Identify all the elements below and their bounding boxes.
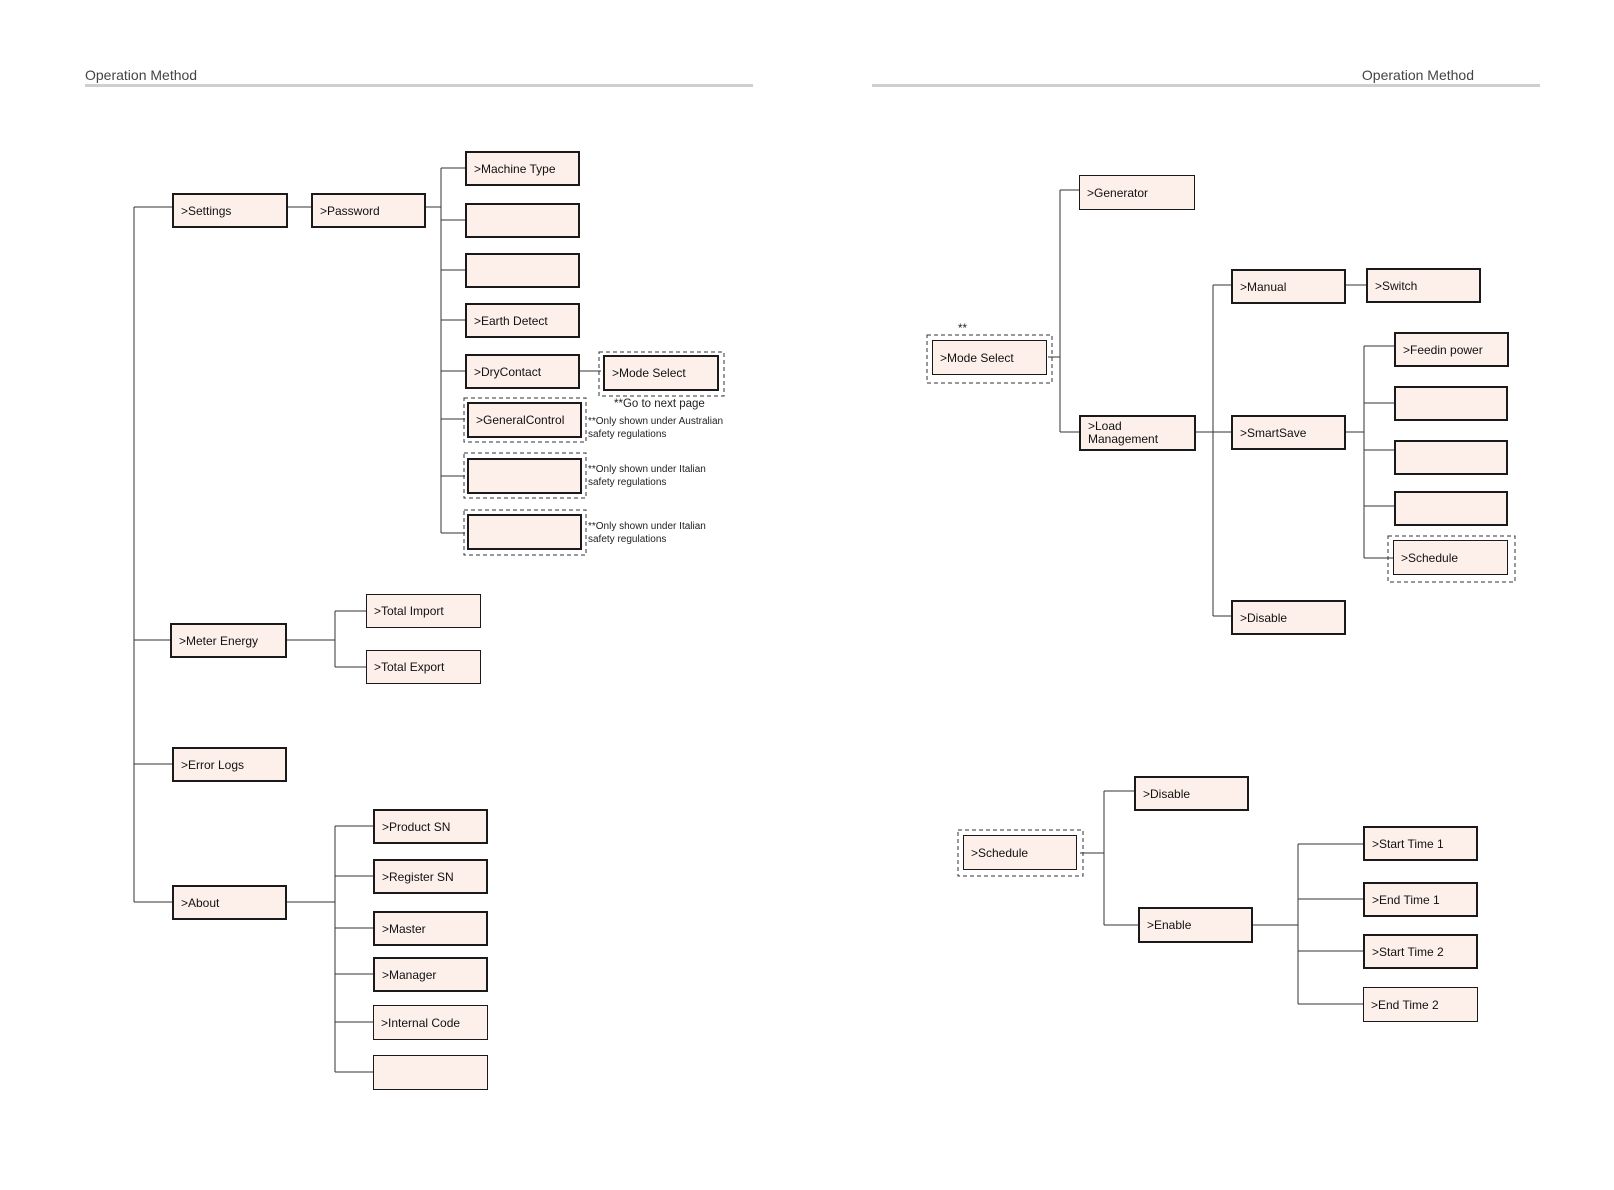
disable-node-right: >Disable — [1231, 600, 1346, 635]
italian-note-b-line1: **Only shown under Italian — [588, 521, 706, 532]
generator-node: >Generator — [1079, 175, 1195, 210]
italian-note-a-line1: **Only shown under Italian — [588, 464, 706, 475]
internal-code-node: >Internal Code — [373, 1005, 488, 1040]
australian-note-line2: safety regulations — [588, 429, 667, 440]
password-node: >Password — [311, 193, 426, 228]
end-time-1-node: >End Time 1 — [1363, 882, 1478, 917]
smartsave-blank-node-2 — [1394, 440, 1508, 475]
header-rule-left — [85, 84, 753, 87]
double-star-marker: ** — [958, 323, 967, 335]
smartsave-blank-node-3 — [1394, 491, 1508, 526]
machine-type-node: >Machine Type — [465, 151, 580, 186]
schedule-node-right: >Schedule — [1393, 540, 1508, 575]
start-time-1-node: >Start Time 1 — [1363, 826, 1478, 861]
schedule-disable-node: >Disable — [1134, 776, 1249, 811]
italian-note-b-line2: safety regulations — [588, 534, 667, 545]
manager-node: >Manager — [373, 957, 488, 992]
meter-energy-node: >Meter Energy — [170, 623, 287, 658]
total-import-node: >Total Import — [366, 594, 481, 628]
header-rule-right — [872, 84, 1540, 87]
schedule-enable-node: >Enable — [1138, 907, 1253, 943]
error-logs-node: >Error Logs — [172, 747, 287, 782]
end-time-2-node: >End Time 2 — [1363, 987, 1478, 1022]
australian-note-line1: **Only shown under Australian — [588, 416, 724, 427]
total-export-node: >Total Export — [366, 650, 481, 684]
mode-select-node-right: >Mode Select — [932, 340, 1047, 375]
go-next-page-note: **Go to next page — [614, 398, 705, 410]
master-node: >Master — [373, 911, 488, 946]
blank-node-1 — [465, 203, 580, 238]
blank-about-node — [373, 1055, 488, 1090]
italian-note-a-line2: safety regulations — [588, 477, 667, 488]
register-sn-node: >Register SN — [373, 859, 488, 894]
mode-select-node-left: >Mode Select — [603, 355, 719, 391]
page-header-left: Operation Method — [85, 67, 198, 83]
italian-blank-node-2 — [467, 514, 582, 550]
manual-node: >Manual — [1231, 269, 1346, 304]
italian-blank-node-1 — [467, 458, 582, 494]
load-management-node: >Load Management — [1079, 415, 1196, 451]
earth-detect-node: >Earth Detect — [465, 303, 580, 338]
feedin-power-node: >Feedin power — [1394, 332, 1509, 367]
smartsave-node: >SmartSave — [1231, 415, 1346, 450]
switch-node: >Switch — [1366, 268, 1481, 303]
about-node: >About — [172, 885, 287, 920]
blank-node-2 — [465, 253, 580, 288]
settings-node: >Settings — [172, 193, 288, 228]
generalcontrol-node: >GeneralControl — [467, 402, 582, 438]
drycontact-node: >DryContact — [465, 354, 580, 389]
start-time-2-node: >Start Time 2 — [1363, 934, 1478, 969]
smartsave-blank-node-1 — [1394, 386, 1508, 421]
schedule-node: >Schedule — [963, 835, 1077, 870]
page-header-right: Operation Method — [1361, 67, 1474, 83]
product-sn-node: >Product SN — [373, 809, 488, 844]
